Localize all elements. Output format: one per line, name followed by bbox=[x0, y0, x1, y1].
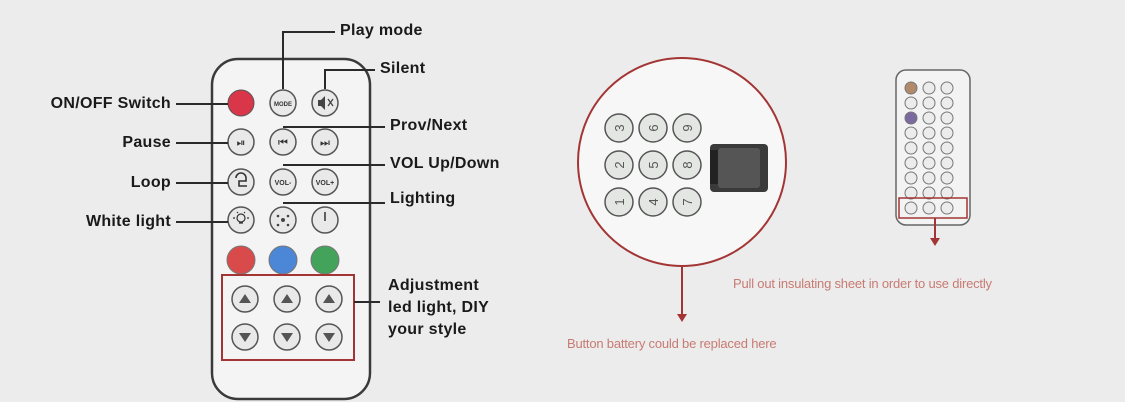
coin-battery-icon bbox=[710, 144, 768, 192]
small-remote-button bbox=[940, 81, 954, 95]
remote-control: MODE ⏯ ⏮ ⏭ VOL- VOL+ bbox=[210, 57, 372, 401]
small-remote-button bbox=[922, 111, 936, 125]
small-remote-button bbox=[922, 201, 936, 215]
next-icon: ⏭ bbox=[320, 136, 330, 149]
small-remote-button bbox=[904, 141, 918, 155]
battery-key-button bbox=[604, 187, 634, 217]
battery-key-label: 3 bbox=[612, 124, 627, 131]
battery-key-label: 2 bbox=[612, 161, 627, 168]
small-remote-button bbox=[940, 201, 954, 215]
small-remote-button bbox=[940, 96, 954, 110]
vol-up-button bbox=[311, 168, 339, 196]
small-remote-button bbox=[904, 81, 918, 95]
small-remote-button bbox=[922, 186, 936, 200]
battery-key-label: 6 bbox=[646, 124, 661, 131]
label-prov-next: Prov/Next bbox=[390, 117, 468, 134]
battery-key-label: 9 bbox=[680, 124, 695, 131]
insulating-arrow-head bbox=[930, 238, 940, 246]
battery-key-button bbox=[672, 187, 702, 217]
small-remote-button bbox=[940, 126, 954, 140]
label-adjustment-3: your style bbox=[388, 321, 467, 338]
small-remote-button bbox=[922, 141, 936, 155]
blue-button bbox=[268, 245, 298, 275]
insulating-sheet-marker bbox=[898, 197, 968, 219]
battery-key-label: 1 bbox=[612, 198, 627, 205]
lighting-mode-icon bbox=[276, 214, 290, 227]
label-loop: Loop bbox=[130, 174, 171, 191]
play-pause-icon: ⏯ bbox=[237, 136, 246, 149]
loop-icon bbox=[235, 172, 247, 187]
battery-arrow-head bbox=[677, 314, 687, 322]
green-button bbox=[310, 245, 340, 275]
adjust-buttons bbox=[231, 285, 343, 351]
small-remote-button bbox=[922, 156, 936, 170]
small-remote-button bbox=[922, 96, 936, 110]
battery-key-button bbox=[672, 113, 702, 143]
small-remote-buttons bbox=[904, 81, 954, 215]
play-mode-line bbox=[282, 31, 335, 89]
small-remote-button bbox=[922, 81, 936, 95]
speaker-mute-icon bbox=[318, 96, 334, 110]
label-white-light: White light bbox=[85, 213, 171, 230]
vol-down-text: VOL- bbox=[275, 180, 292, 187]
white-light-button bbox=[227, 206, 255, 234]
label-adjustment-2: led light, DIY bbox=[388, 299, 490, 316]
battery-key-label: 7 bbox=[680, 198, 695, 205]
small-remote-button bbox=[904, 126, 918, 140]
red-button bbox=[226, 245, 256, 275]
small-remote-button bbox=[904, 171, 918, 185]
battery-key-button bbox=[604, 150, 634, 180]
battery-key-button bbox=[638, 187, 668, 217]
vol-down-button bbox=[269, 168, 297, 196]
small-remote-button bbox=[940, 111, 954, 125]
battery-key-button bbox=[638, 150, 668, 180]
battery-key-label: 4 bbox=[646, 198, 661, 205]
label-lighting: Lighting bbox=[390, 190, 456, 207]
small-remote-button bbox=[940, 141, 954, 155]
down-arrow-icon bbox=[239, 333, 335, 342]
power-button bbox=[227, 89, 255, 117]
small-remote bbox=[895, 69, 971, 246]
battery-keypad: 3 6 9 2 5 8 1 4 7 bbox=[604, 113, 702, 217]
note-battery: Button battery could be replaced here bbox=[567, 336, 777, 351]
battery-key-button bbox=[638, 113, 668, 143]
small-remote-button bbox=[940, 186, 954, 200]
small-remote-button bbox=[940, 171, 954, 185]
prev-icon: ⏮ bbox=[278, 136, 288, 149]
note-insulating: Pull out insulating sheet in order to us… bbox=[733, 276, 992, 291]
small-remote-button bbox=[940, 156, 954, 170]
label-adjustment-1: Adjustment bbox=[388, 277, 479, 294]
bulb-icon bbox=[233, 211, 249, 224]
mode-button bbox=[269, 89, 297, 117]
battery-key-label: 8 bbox=[680, 161, 695, 168]
silent-line bbox=[324, 69, 375, 89]
vol-up-text: VOL+ bbox=[316, 180, 334, 187]
label-silent: Silent bbox=[380, 60, 426, 77]
label-pause: Pause bbox=[122, 134, 171, 151]
battery-key-button bbox=[604, 113, 634, 143]
next-button bbox=[311, 128, 339, 156]
label-on-off: ON/OFF Switch bbox=[50, 95, 171, 112]
small-remote-button bbox=[904, 96, 918, 110]
up-arrow-icon bbox=[239, 294, 335, 303]
small-remote-button bbox=[904, 111, 918, 125]
battery-key-label: 5 bbox=[646, 161, 661, 168]
prev-button bbox=[269, 128, 297, 156]
label-play-mode: Play mode bbox=[340, 22, 423, 39]
label-vol: VOL Up/Down bbox=[390, 155, 500, 172]
leader-lines bbox=[176, 31, 385, 303]
small-remote-button bbox=[922, 171, 936, 185]
small-remote-button bbox=[904, 156, 918, 170]
adjustment-box bbox=[221, 274, 355, 361]
small-remote-button bbox=[904, 186, 918, 200]
battery-key-button bbox=[672, 150, 702, 180]
small-remote-button bbox=[904, 201, 918, 215]
mode-button-text: MODE bbox=[274, 102, 292, 108]
small-remote-button bbox=[922, 126, 936, 140]
battery-detail: 3 6 9 2 5 8 1 4 7 bbox=[577, 57, 787, 322]
